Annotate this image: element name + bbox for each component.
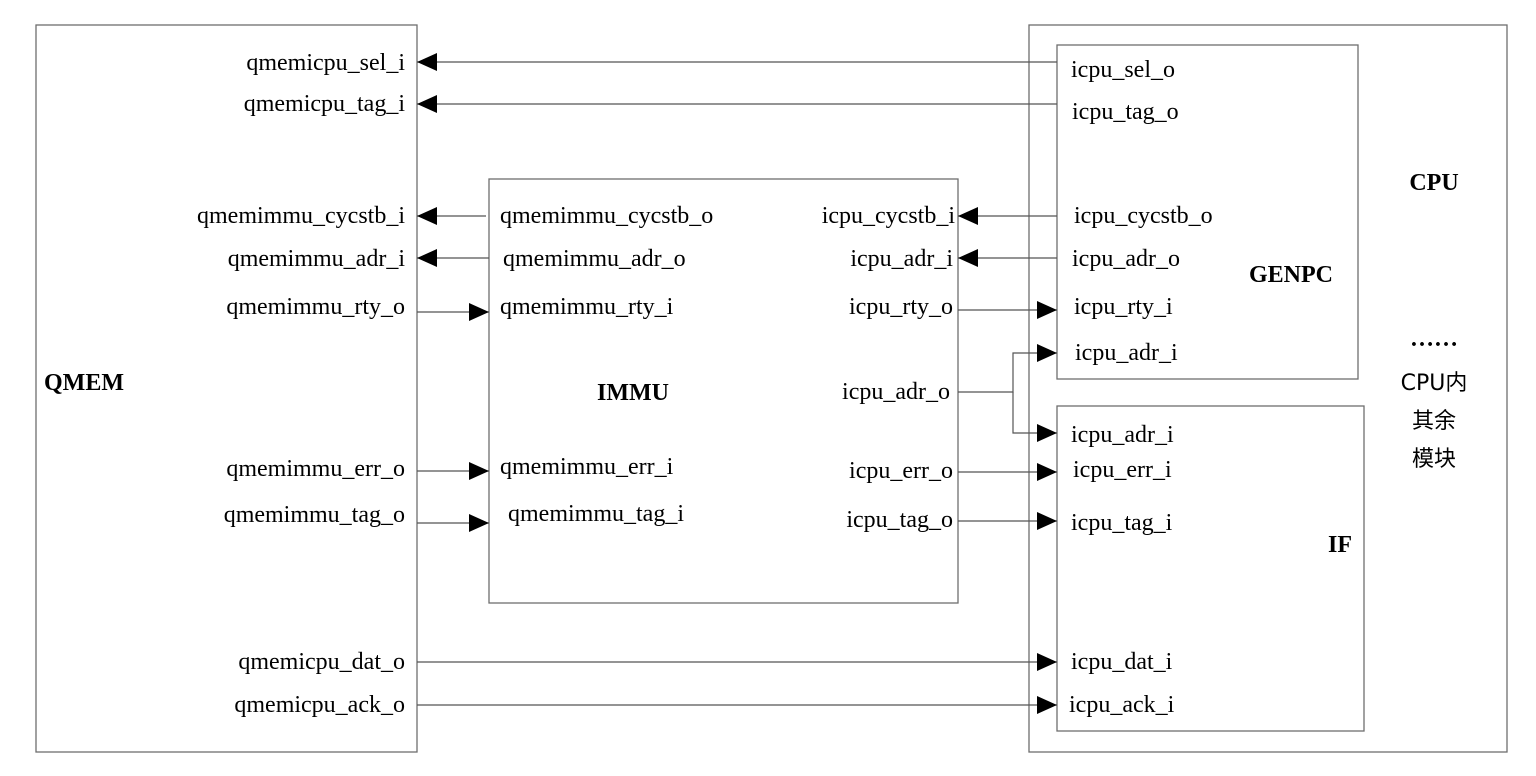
cpu-block [1028, 24, 1508, 753]
immu-title: IMMU [597, 380, 669, 406]
port-qmemimmu-rty-i: qmemimmu_rty_i [500, 294, 674, 320]
cpu-others-line1: CPU内 [1401, 371, 1468, 396]
port-icpu-cycstb-i-immu: icpu_cycstb_i [822, 203, 956, 229]
port-qmemicpu-ack-o: qmemicpu_ack_o [234, 692, 405, 718]
port-icpu-tag-o-immu: icpu_tag_o [846, 507, 953, 533]
port-qmemimmu-err-o: qmemimmu_err_o [226, 456, 405, 482]
port-icpu-sel-o: icpu_sel_o [1071, 57, 1175, 83]
port-icpu-adr-o-immu: icpu_adr_o [842, 379, 950, 405]
port-icpu-dat-i: icpu_dat_i [1071, 649, 1173, 675]
wire-cpu-adr-to-if [1012, 392, 1057, 442]
port-icpu-rty-i: icpu_rty_i [1074, 294, 1173, 320]
genpc-block [1056, 44, 1359, 380]
port-qmemimmu-adr-o: qmemimmu_adr_o [503, 246, 686, 272]
port-qmemicpu-sel-i: qmemicpu_sel_i [246, 50, 405, 76]
port-icpu-err-o-immu: icpu_err_o [849, 458, 953, 484]
port-icpu-adr-i-if: icpu_adr_i [1071, 422, 1174, 448]
port-icpu-adr-i-genpc: icpu_adr_i [1075, 340, 1178, 366]
port-icpu-ack-i: icpu_ack_i [1069, 692, 1175, 718]
cpu-others-line3: 模块 [1412, 447, 1456, 472]
port-qmemimmu-cycstb-o: qmemimmu_cycstb_o [500, 203, 713, 229]
port-qmemimmu-err-i: qmemimmu_err_i [500, 454, 674, 480]
cpu-ellipsis: …… [1410, 326, 1458, 352]
port-icpu-adr-i-immu: icpu_adr_i [850, 246, 953, 272]
if-block [1056, 405, 1365, 732]
port-qmemimmu-cycstb-i: qmemimmu_cycstb_i [197, 203, 405, 229]
port-qmemimmu-tag-o: qmemimmu_tag_o [224, 502, 405, 528]
port-icpu-adr-o-genpc: icpu_adr_o [1072, 246, 1180, 272]
port-qmemicpu-tag-i: qmemicpu_tag_i [244, 91, 406, 117]
wire-cpu-adr-to-genpc [958, 344, 1057, 393]
port-icpu-tag-o-genpc: icpu_tag_o [1072, 99, 1179, 125]
port-qmemimmu-rty-o: qmemimmu_rty_o [226, 294, 405, 320]
port-qmemimmu-adr-i: qmemimmu_adr_i [228, 246, 406, 272]
port-qmemicpu-dat-o: qmemicpu_dat_o [238, 649, 405, 675]
cpu-title: CPU [1409, 170, 1458, 196]
genpc-title: GENPC [1249, 262, 1333, 288]
qmem-block [35, 24, 418, 753]
port-icpu-rty-o-immu: icpu_rty_o [849, 294, 953, 320]
immu-block [488, 178, 959, 604]
cpu-others-line2: 其余 [1412, 409, 1456, 434]
port-qmemimmu-tag-i: qmemimmu_tag_i [508, 501, 684, 527]
if-title: IF [1328, 532, 1352, 558]
qmem-title: QMEM [44, 370, 124, 396]
port-icpu-tag-i: icpu_tag_i [1071, 510, 1173, 536]
port-icpu-cycstb-o: icpu_cycstb_o [1074, 203, 1213, 229]
port-icpu-err-i: icpu_err_i [1073, 457, 1172, 483]
